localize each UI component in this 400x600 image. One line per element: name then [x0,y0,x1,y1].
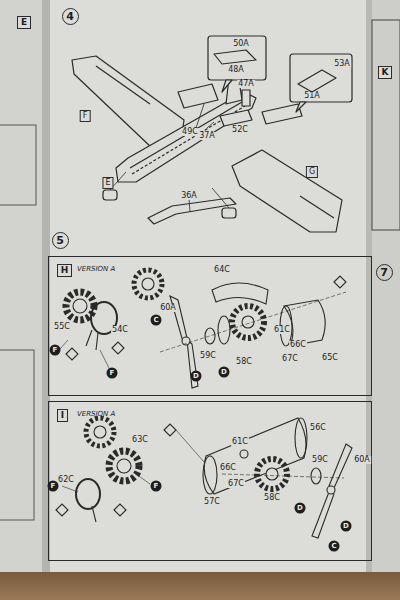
callout-number: 67C [281,355,299,363]
step-number: 5 [52,232,69,249]
node-text: E [21,18,27,27]
callout-number: 49C [181,128,199,136]
circled-letter: D [341,521,352,532]
callout-number: 62C [57,476,75,484]
callout-number: 57C [203,498,221,506]
callout-number: 37A [198,132,216,140]
callout-number: 53A [333,60,351,68]
node-text: K [382,68,389,77]
step-panel: VERSION A H [48,256,372,396]
circled-letter: C [151,315,162,326]
circled-letter: F [151,481,162,492]
circled-letter: F [48,481,59,492]
node-text: 4 [66,11,74,22]
circled-letter: D [295,503,306,514]
letter-box: E [17,16,31,29]
callout-number: 51A [303,92,321,100]
callout-number: 61C [231,438,249,446]
callout-number: 64C [213,266,231,274]
callout-number: 67C [227,480,245,488]
step-number: 7 [376,264,393,281]
letter-box: K [378,66,392,79]
circled-letter: D [219,367,230,378]
version-label: VERSION A [77,266,115,273]
callout-number: 59C [311,456,329,464]
callout-number: 47A [237,80,255,88]
circled-letter: D [191,371,202,382]
callout-number: 56C [309,424,327,432]
part-letter: G [306,166,318,178]
callout-number: 65C [321,354,339,362]
letter-box: I [57,409,68,422]
circled-letter: F [107,368,118,379]
callout-number: 60A [159,304,177,312]
callout-number: 50A [232,40,250,48]
part-letter: E [102,177,113,189]
callout-number: 54C [111,326,129,334]
letter-box: H [57,264,72,277]
circled-letter: F [50,345,61,356]
version-label: VERSION A [77,411,115,418]
callout-number: 58C [235,358,253,366]
callout-number: 58C [263,494,281,502]
part-letter: F [80,110,91,122]
callout-number: 66C [289,341,307,349]
node-text: H [61,266,69,275]
callout-number: 66C [219,464,237,472]
callout-number: 48A [227,66,245,74]
node-text: 7 [380,267,388,278]
node-text: 5 [56,235,64,246]
step-number: 4 [62,8,79,25]
circled-letter: C [329,541,340,552]
callout-number: 59C [199,352,217,360]
callout-number: 52C [231,126,249,134]
callout-number: 36A [180,192,198,200]
callout-number: 61C [273,326,291,334]
callout-number: 60A [353,456,371,464]
callout-number: 55C [53,323,71,331]
callout-number: 63C [131,436,149,444]
node-text: I [61,411,64,420]
